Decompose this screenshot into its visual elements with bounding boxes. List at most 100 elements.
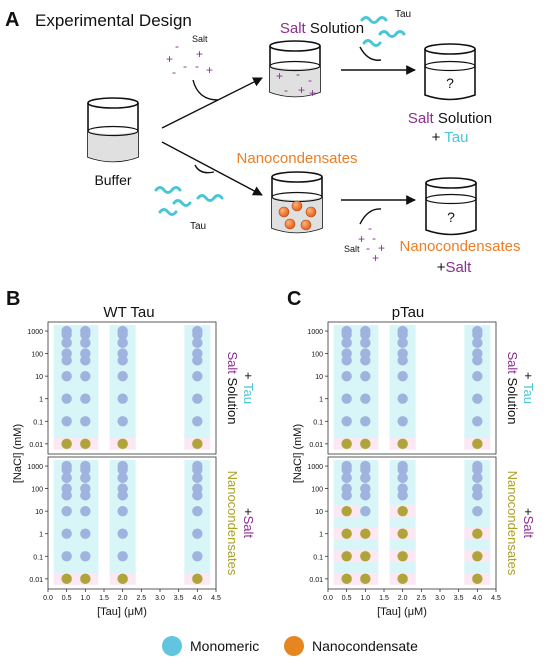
salt-small-label-bottom: Salt <box>344 244 360 254</box>
panel-a-title: Experimental Design <box>35 11 192 30</box>
point-nanocondensate <box>341 573 352 585</box>
salt-ions-top: - + + - - + - <box>166 39 213 79</box>
arrow-to-salt <box>161 77 263 129</box>
svg-text:-: - <box>372 231 376 245</box>
point-nanocondensate <box>397 573 408 585</box>
point-monomeric <box>80 337 91 349</box>
point-monomeric <box>360 490 371 501</box>
merge-curve-tau <box>194 164 215 174</box>
point-monomeric <box>341 337 352 349</box>
point-monomeric <box>397 393 408 404</box>
point-monomeric <box>117 551 128 562</box>
side-label-nanocondensates: Nanocondensates <box>505 471 520 576</box>
y-tick-label: 1000 <box>27 464 43 471</box>
x-tick-label: 3.0 <box>435 595 445 602</box>
point-monomeric <box>360 393 371 404</box>
panel-letter-c: C <box>287 288 301 310</box>
point-monomeric <box>397 329 408 340</box>
y-tick-label: 1000 <box>307 464 323 471</box>
salt-solution-label: Salt Solution <box>280 20 364 37</box>
x-tick-label: 4.5 <box>491 595 501 602</box>
svg-text:-: - <box>296 67 300 81</box>
merge-curve-salt-bottom <box>359 208 382 225</box>
svg-text:+: + <box>166 52 173 66</box>
point-monomeric <box>117 490 128 501</box>
outcome-top-line1: Salt Solution <box>408 110 492 127</box>
point-monomeric <box>397 370 408 382</box>
point-monomeric <box>341 370 352 382</box>
point-nanocondensate <box>472 528 483 539</box>
y-tick-label: 100 <box>31 487 43 494</box>
y-axis-label: [NaCl] (mM) <box>12 424 24 483</box>
point-monomeric <box>360 329 371 340</box>
svg-text:+: + <box>298 83 305 97</box>
y-tick-label: 1 <box>39 397 43 404</box>
point-monomeric <box>360 505 371 517</box>
point-nanocondensate <box>397 438 408 450</box>
point-nanocondensate <box>360 573 371 585</box>
point-monomeric <box>80 355 91 366</box>
y-tick-label: 10 <box>315 374 323 381</box>
point-monomeric <box>360 370 371 382</box>
plot-frame <box>47 321 217 455</box>
point-monomeric <box>117 528 128 539</box>
legend-monomeric-swatch <box>162 636 182 656</box>
point-monomeric <box>117 355 128 366</box>
side-label-plus-salt: +Salt <box>241 508 256 538</box>
y-tick-label: 1 <box>319 532 323 539</box>
point-monomeric <box>341 472 352 484</box>
x-tick-label: 4.0 <box>472 595 482 602</box>
point-monomeric <box>341 329 352 340</box>
plot-frame <box>327 456 497 590</box>
side-label-plus-salt: +Salt <box>521 508 536 538</box>
point-monomeric <box>341 393 352 404</box>
panel-a: A Experimental Design Buffer Salt - + + … <box>5 9 520 276</box>
point-monomeric <box>192 337 203 349</box>
point-monomeric <box>117 337 128 349</box>
point-monomeric <box>360 355 371 366</box>
svg-text:+: + <box>358 232 365 246</box>
point-monomeric <box>80 472 91 484</box>
y-tick-label: 0.1 <box>33 554 43 561</box>
point-monomeric <box>192 464 203 475</box>
x-tick-label: 1.0 <box>360 595 370 602</box>
point-monomeric <box>192 416 203 427</box>
plot-frame <box>327 321 497 455</box>
point-monomeric <box>117 370 128 382</box>
point-monomeric <box>397 464 408 475</box>
y-tick-label: 0.01 <box>309 442 323 449</box>
point-monomeric <box>80 370 91 382</box>
point-monomeric <box>117 505 128 517</box>
outcome-top-line2: + Tau <box>432 129 469 146</box>
point-monomeric <box>192 355 203 366</box>
buffer-label: Buffer <box>94 172 131 188</box>
x-tick-label: 3.5 <box>174 595 184 602</box>
point-monomeric <box>80 416 91 427</box>
y-tick-label: 1 <box>39 532 43 539</box>
svg-text:+: + <box>206 63 213 77</box>
point-nanocondensate <box>360 551 371 562</box>
svg-text:-: - <box>195 59 199 73</box>
point-monomeric <box>61 337 72 349</box>
merge-curve-tau-top <box>359 46 382 61</box>
x-tick-label: 3.0 <box>155 595 165 602</box>
svg-text:+: + <box>378 241 385 255</box>
x-tick-label: 1.5 <box>99 595 109 602</box>
point-monomeric <box>192 472 203 484</box>
point-monomeric <box>61 370 72 382</box>
nanocondensates-label: Nanocondensates <box>237 150 358 167</box>
y-tick-label: 100 <box>311 487 323 494</box>
point-monomeric <box>80 505 91 517</box>
point-nanocondensate <box>192 438 203 450</box>
point-monomeric <box>61 551 72 562</box>
point-nanocondensate <box>341 438 352 450</box>
outcome-bottom-line2: +Salt <box>437 259 472 276</box>
svg-text:-: - <box>366 241 370 255</box>
point-monomeric <box>80 490 91 501</box>
point-nanocondensate <box>472 551 483 562</box>
point-nanocondensate <box>117 573 128 585</box>
